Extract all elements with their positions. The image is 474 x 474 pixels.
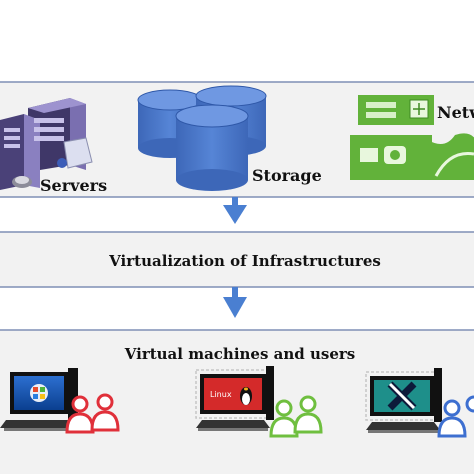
computer-icon: Linux: [195, 366, 274, 431]
servers-label: Servers: [40, 176, 107, 195]
computer-icon: [0, 368, 78, 431]
virtualization-panel: [0, 231, 474, 288]
user-group-icon: [269, 395, 323, 438]
down-arrow-icon: [223, 287, 247, 318]
user-group-icon: [65, 393, 120, 434]
network-label: Netw: [437, 103, 474, 122]
computer-icon: [365, 368, 442, 433]
linux-label: Linux: [210, 390, 232, 399]
server-icon: [0, 98, 93, 190]
user-group-icon: [437, 395, 474, 438]
virtualization-title: Virtualization of Infrastructures: [108, 252, 381, 270]
storage-cylinder-icon: [137, 85, 267, 191]
down-arrow-icon: [223, 197, 247, 224]
storage-label: Storage: [252, 166, 322, 185]
network-switch-icon: [350, 95, 474, 180]
vm-title: Virtual machines and users: [124, 345, 355, 363]
